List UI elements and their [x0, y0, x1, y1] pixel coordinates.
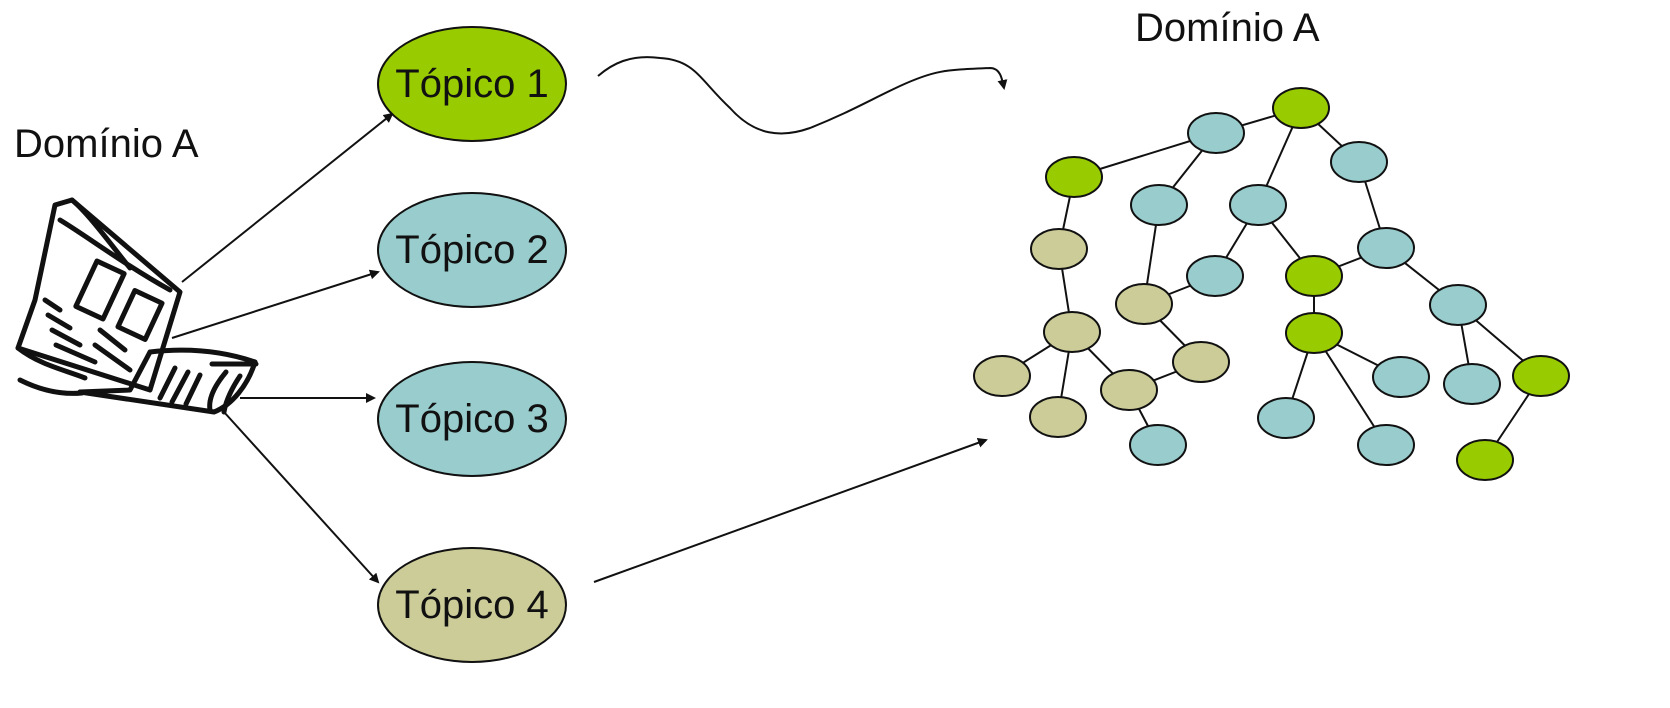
topic-1: Tópico 1: [377, 26, 567, 142]
graph-node: [1372, 356, 1430, 398]
graph-node: [1187, 112, 1245, 154]
graph-node: [1186, 255, 1244, 297]
wavy-arrow: [597, 56, 1008, 135]
graph-node: [1172, 341, 1230, 383]
graph-node: [1100, 369, 1158, 411]
graph-node: [1030, 228, 1088, 270]
topic-2-label: Tópico 2: [395, 227, 549, 272]
graph-node: [1357, 424, 1415, 466]
domain-label-right: Domínio A: [1135, 6, 1320, 50]
graph-node: [1043, 311, 1101, 353]
domain-label-left: Domínio A: [14, 122, 199, 166]
graph-node: [1229, 184, 1287, 226]
arrow-to-topic-2: [171, 269, 380, 339]
graph-node: [1285, 255, 1343, 297]
graph-node: [1330, 141, 1388, 183]
topic-2: Tópico 2: [377, 192, 567, 308]
graph-node: [1045, 156, 1103, 198]
topic-1-label: Tópico 1: [395, 61, 549, 106]
graph-node: [1115, 283, 1173, 325]
arrow-topic-4-to-graph: [593, 438, 988, 583]
graph-node: [1285, 312, 1343, 354]
newspaper-icon: [15, 197, 259, 415]
arrow-to-topic-1: [181, 112, 394, 283]
graph-node: [1272, 87, 1330, 129]
topic-4: Tópico 4: [377, 547, 567, 663]
graph-node: [1456, 439, 1514, 481]
graph-node: [1429, 284, 1487, 326]
topic-3-label: Tópico 3: [395, 396, 549, 441]
graph-node: [1357, 227, 1415, 269]
graph-nodes: [973, 87, 1570, 481]
graph-node: [1029, 396, 1087, 438]
graph-node: [1257, 397, 1315, 439]
topic-3: Tópico 3: [377, 361, 567, 477]
graph-node: [1512, 355, 1570, 397]
graph-node: [1130, 184, 1188, 226]
arrow-to-topic-4: [223, 411, 380, 584]
topic-4-label: Tópico 4: [395, 582, 549, 627]
graph-node: [1129, 424, 1187, 466]
graph-node: [1443, 363, 1501, 405]
graph-node: [973, 355, 1031, 397]
